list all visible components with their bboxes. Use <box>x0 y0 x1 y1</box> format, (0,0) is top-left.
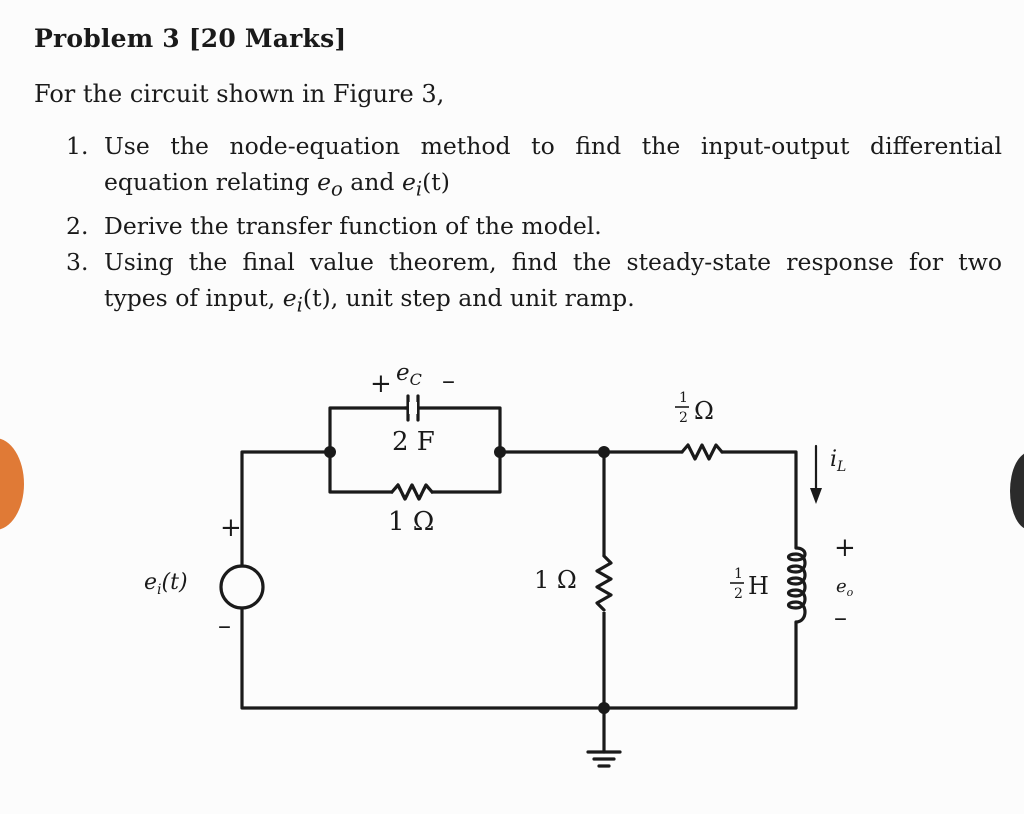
series-resistor-denominator: 2 <box>679 410 688 426</box>
question-line: Derive the transfer function of the mode… <box>104 211 602 240</box>
capacitor-symbol <box>403 394 420 422</box>
question-item: 3. Using the final value theorem, find t… <box>66 244 1002 324</box>
series-resistor-numerator: 1 <box>679 390 688 406</box>
current-arrow-icon <box>810 444 822 504</box>
capacitor-voltage-plus: + <box>370 369 392 399</box>
capacitor-value-label: 2 F <box>392 427 435 457</box>
series-resistor-symbol <box>680 443 724 461</box>
question-line: equation relating eo and ei(t) <box>104 164 1002 208</box>
question-item: 2. Derive the transfer function of the m… <box>66 208 1002 244</box>
question-line: Using the final value theorem, find the … <box>104 247 1002 276</box>
inductor-symbol <box>786 546 807 624</box>
series-resistor-unit: Ω <box>694 397 714 425</box>
question-text: Using the final value theorem, find the … <box>104 244 1002 324</box>
question-list: 1. Use the node-equation method to find … <box>66 128 1002 323</box>
question-number: 2. <box>66 211 89 240</box>
question-number: 1. <box>66 132 89 160</box>
source-plus-sign: + <box>220 513 242 543</box>
inductor-current-label: iL <box>830 447 846 475</box>
question-number: 3. <box>66 247 89 276</box>
problem-intro: For the circuit shown in Figure 3, <box>34 80 445 108</box>
question-text-part: (t) <box>302 283 331 312</box>
output-plus-sign: + <box>834 533 856 563</box>
right-edge-shape <box>1010 452 1024 530</box>
input-voltage-symbol: ei <box>282 283 303 317</box>
source-minus-sign: – <box>218 611 231 641</box>
question-line: types of input, ei(t), unit step and uni… <box>104 280 1002 324</box>
output-label: eo <box>836 576 854 599</box>
capacitor-voltage-label: eC <box>396 360 422 389</box>
question-text: Use the node-equation method to find the… <box>104 128 1002 208</box>
question-line: Use the node-equation method to find the… <box>104 132 1002 160</box>
left-edge-shape <box>0 438 24 530</box>
question-text-part: , unit step and unit ramp. <box>330 283 635 312</box>
circuit-wires <box>240 406 798 754</box>
junction-dots <box>324 446 610 714</box>
problem-title: Problem 3 [20 Marks] <box>34 24 347 53</box>
shunt-resistor-label: 1 Ω <box>534 566 577 594</box>
parallel-resistor-label: 1 Ω <box>388 507 434 537</box>
shunt-resistor-symbol <box>595 554 613 612</box>
question-text-part: (t) <box>422 168 450 196</box>
question-item: 1. Use the node-equation method to find … <box>66 128 1002 208</box>
parallel-resistor-symbol <box>390 483 434 501</box>
inductor-denominator: 2 <box>734 586 743 602</box>
voltage-source-symbol <box>219 564 265 610</box>
output-voltage-symbol: eo <box>317 168 343 201</box>
ground-icon <box>586 750 622 768</box>
question-text: Derive the transfer function of the mode… <box>104 208 1002 244</box>
inductor-unit: H <box>748 572 769 600</box>
question-text-part: equation relating <box>104 168 318 196</box>
question-text-part: types of input, <box>104 283 283 312</box>
capacitor-voltage-minus: – <box>442 366 455 396</box>
question-text-part: and <box>342 168 402 196</box>
source-label: ei(t) <box>144 570 188 598</box>
output-minus-sign: – <box>834 603 847 633</box>
inductor-numerator: 1 <box>734 566 743 582</box>
input-voltage-symbol: ei <box>401 168 423 201</box>
